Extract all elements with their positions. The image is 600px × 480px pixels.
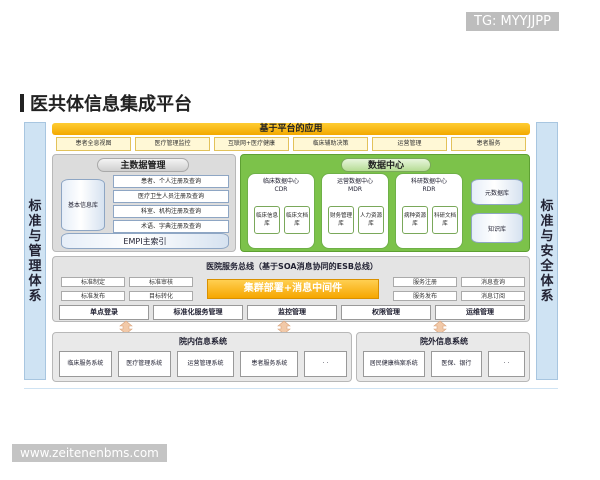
up-down-arrow <box>277 320 291 334</box>
esb-services-row: 单点登录 标准化服务管理 监控管理 权限管理 运维管理 <box>59 305 525 320</box>
meta-db: 元数据库 <box>471 179 523 205</box>
bottom-divider <box>24 388 558 389</box>
rdr-sub: RDR <box>422 186 436 193</box>
inner-system-more: · · <box>304 351 347 377</box>
title-accent-bar <box>20 94 24 112</box>
base-info-db: 基本信息库 <box>61 179 105 231</box>
inner-system: 医疗管理系统 <box>117 351 171 377</box>
app-item: 临床辅助决策 <box>293 137 368 151</box>
base-info-db-label: 基本信息库 <box>67 201 98 209</box>
mdm-item: 术语、字典注册及查询 <box>113 220 229 233</box>
rdr-title: 科研数据中心 <box>410 178 447 185</box>
app-item: 患者全息视图 <box>56 137 131 151</box>
esb-right-tag: 服务注册 <box>393 277 457 287</box>
mdr-title: 运营数据中心 <box>336 178 373 185</box>
empi-index: EMPI主索引 <box>61 233 229 249</box>
app-item: 运营管理 <box>372 137 447 151</box>
data-center-header: 数据中心 <box>341 158 431 172</box>
watermark-bottom: www.zeitenenbms.com <box>12 444 167 462</box>
left-sidebar-label: 标准与管理体系 <box>28 198 42 304</box>
cdr-card: 临床数据中心 CDR 临床信息库 临床文档库 <box>247 173 315 249</box>
connector-arrows <box>119 320 447 334</box>
service-sso: 单点登录 <box>59 305 149 320</box>
page-title: 医共体信息集成平台 <box>30 94 192 115</box>
mdm-header: 主数据管理 <box>97 158 189 172</box>
right-sidebar: 标准与安全体系 <box>536 122 558 380</box>
inner-system: 运营管理系统 <box>176 351 235 377</box>
left-sidebar: 标准与管理体系 <box>24 122 46 380</box>
mdm-list: 患者、个人注册及查询 医疗卫生人员注册及查询 科室、机构注册及查询 术语、字典注… <box>113 175 229 233</box>
apps-header: 基于平台的应用 <box>52 123 530 135</box>
mdr-card: 运营数据中心 MDR 财务管理库 人力资源库 <box>321 173 389 249</box>
service-monitor: 监控管理 <box>247 305 337 320</box>
service-standard-mgmt: 标准化服务管理 <box>153 305 243 320</box>
esb-center-bar: 集群部署+消息中间件 <box>207 279 379 299</box>
outer-systems-panel: 院外信息系统 居民健康档案系统 医保、银行 · · <box>356 332 530 382</box>
apps-row: 患者全息视图 医疗管理监控 互联网+医疗健康 临床辅助决策 运营管理 患者服务 <box>56 137 526 151</box>
inner-systems-row: 临床服务系统 医疗管理系统 运营管理系统 患者服务系统 · · <box>59 351 347 377</box>
esb-panel: 医院服务总线（基于SOA消息协同的ESB总线） 标准制定 标准审核 标准发布 目… <box>52 256 530 322</box>
knowledge-db: 知识库 <box>471 213 523 243</box>
mdr-db: 财务管理库 <box>328 206 354 234</box>
mdm-item: 科室、机构注册及查询 <box>113 205 229 218</box>
mdm-item: 患者、个人注册及查询 <box>113 175 229 188</box>
cdr-sub: CDR <box>274 186 288 193</box>
rdr-card: 科研数据中心 RDR 病种资源库 科研文档库 <box>395 173 463 249</box>
esb-left-tag: 目标转化 <box>129 291 193 301</box>
service-ops: 运维管理 <box>435 305 525 320</box>
mdr-sub: MDR <box>348 186 362 193</box>
cdr-db: 临床信息库 <box>254 206 280 234</box>
rdr-db: 科研文档库 <box>432 206 458 234</box>
cdr-db: 临床文档库 <box>284 206 310 234</box>
mdm-item: 医疗卫生人员注册及查询 <box>113 190 229 203</box>
up-down-arrow <box>119 320 133 334</box>
esb-left-tag: 标准制定 <box>61 277 125 287</box>
mdm-panel: 主数据管理 基本信息库 患者、个人注册及查询 医疗卫生人员注册及查询 科室、机构… <box>52 154 236 252</box>
inner-system: 临床服务系统 <box>59 351 112 377</box>
app-item: 互联网+医疗健康 <box>214 137 289 151</box>
inner-system: 患者服务系统 <box>240 351 299 377</box>
service-permission: 权限管理 <box>341 305 431 320</box>
esb-right-tag: 服务发布 <box>393 291 457 301</box>
outer-system: 医保、银行 <box>430 351 483 377</box>
outer-system: 居民健康档案系统 <box>363 351 425 377</box>
empi-label: EMPI主索引 <box>123 236 167 246</box>
outer-systems-row: 居民健康档案系统 医保、银行 · · <box>363 351 526 377</box>
up-down-arrow <box>433 320 447 334</box>
watermark-top: TG: MYYJJPP <box>466 12 559 31</box>
outer-systems-header: 院外信息系统 <box>420 337 468 346</box>
right-sidebar-label: 标准与安全体系 <box>540 198 554 304</box>
inner-systems-header: 院内信息系统 <box>179 337 227 346</box>
data-center-panel: 数据中心 临床数据中心 CDR 临床信息库 临床文档库 运营数据中心 MDR 财… <box>240 154 530 252</box>
mdr-db: 人力资源库 <box>358 206 384 234</box>
cdr-title: 临床数据中心 <box>262 178 299 185</box>
app-item: 患者服务 <box>451 137 526 151</box>
app-item: 医疗管理监控 <box>135 137 210 151</box>
rdr-db: 病种资源库 <box>402 206 428 234</box>
inner-systems-panel: 院内信息系统 临床服务系统 医疗管理系统 运营管理系统 患者服务系统 · · <box>52 332 352 382</box>
esb-right-tag: 消息查询 <box>461 277 525 287</box>
esb-right-tag: 消息订阅 <box>461 291 525 301</box>
outer-system-more: · · <box>488 351 526 377</box>
esb-left-tag: 标准发布 <box>61 291 125 301</box>
esb-left-tag: 标准审核 <box>129 277 193 287</box>
esb-title: 医院服务总线（基于SOA消息协同的ESB总线） <box>206 262 378 271</box>
